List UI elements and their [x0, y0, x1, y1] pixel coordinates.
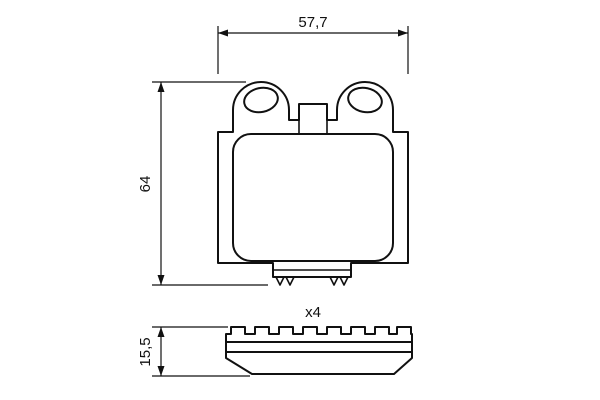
- backing-plate: [225, 341, 413, 353]
- wear-indicator-clip: [272, 269, 352, 286]
- dimension-label-height: 64: [137, 176, 154, 193]
- dimension-label-width: 57,7: [298, 14, 327, 31]
- pad-outline: [217, 81, 409, 278]
- clip-spring-right: [329, 276, 349, 286]
- mounting-hole-left: [243, 86, 279, 114]
- drawing-root: 57,7 64: [137, 14, 413, 377]
- dimension-thickness: 15,5: [137, 326, 250, 377]
- friction-surface: [232, 133, 394, 262]
- dimension-height: 64: [137, 81, 268, 286]
- mounting-hole-right: [347, 86, 383, 114]
- shim-serrated-edge: [225, 326, 413, 343]
- quantity-label: x4: [305, 304, 321, 321]
- friction-profile: [225, 351, 413, 375]
- dimension-width: 57,7: [217, 14, 409, 74]
- side-view: [225, 326, 413, 375]
- front-view: [217, 81, 409, 286]
- dimension-label-thickness: 15,5: [137, 337, 154, 366]
- clip-spring-left: [275, 276, 295, 286]
